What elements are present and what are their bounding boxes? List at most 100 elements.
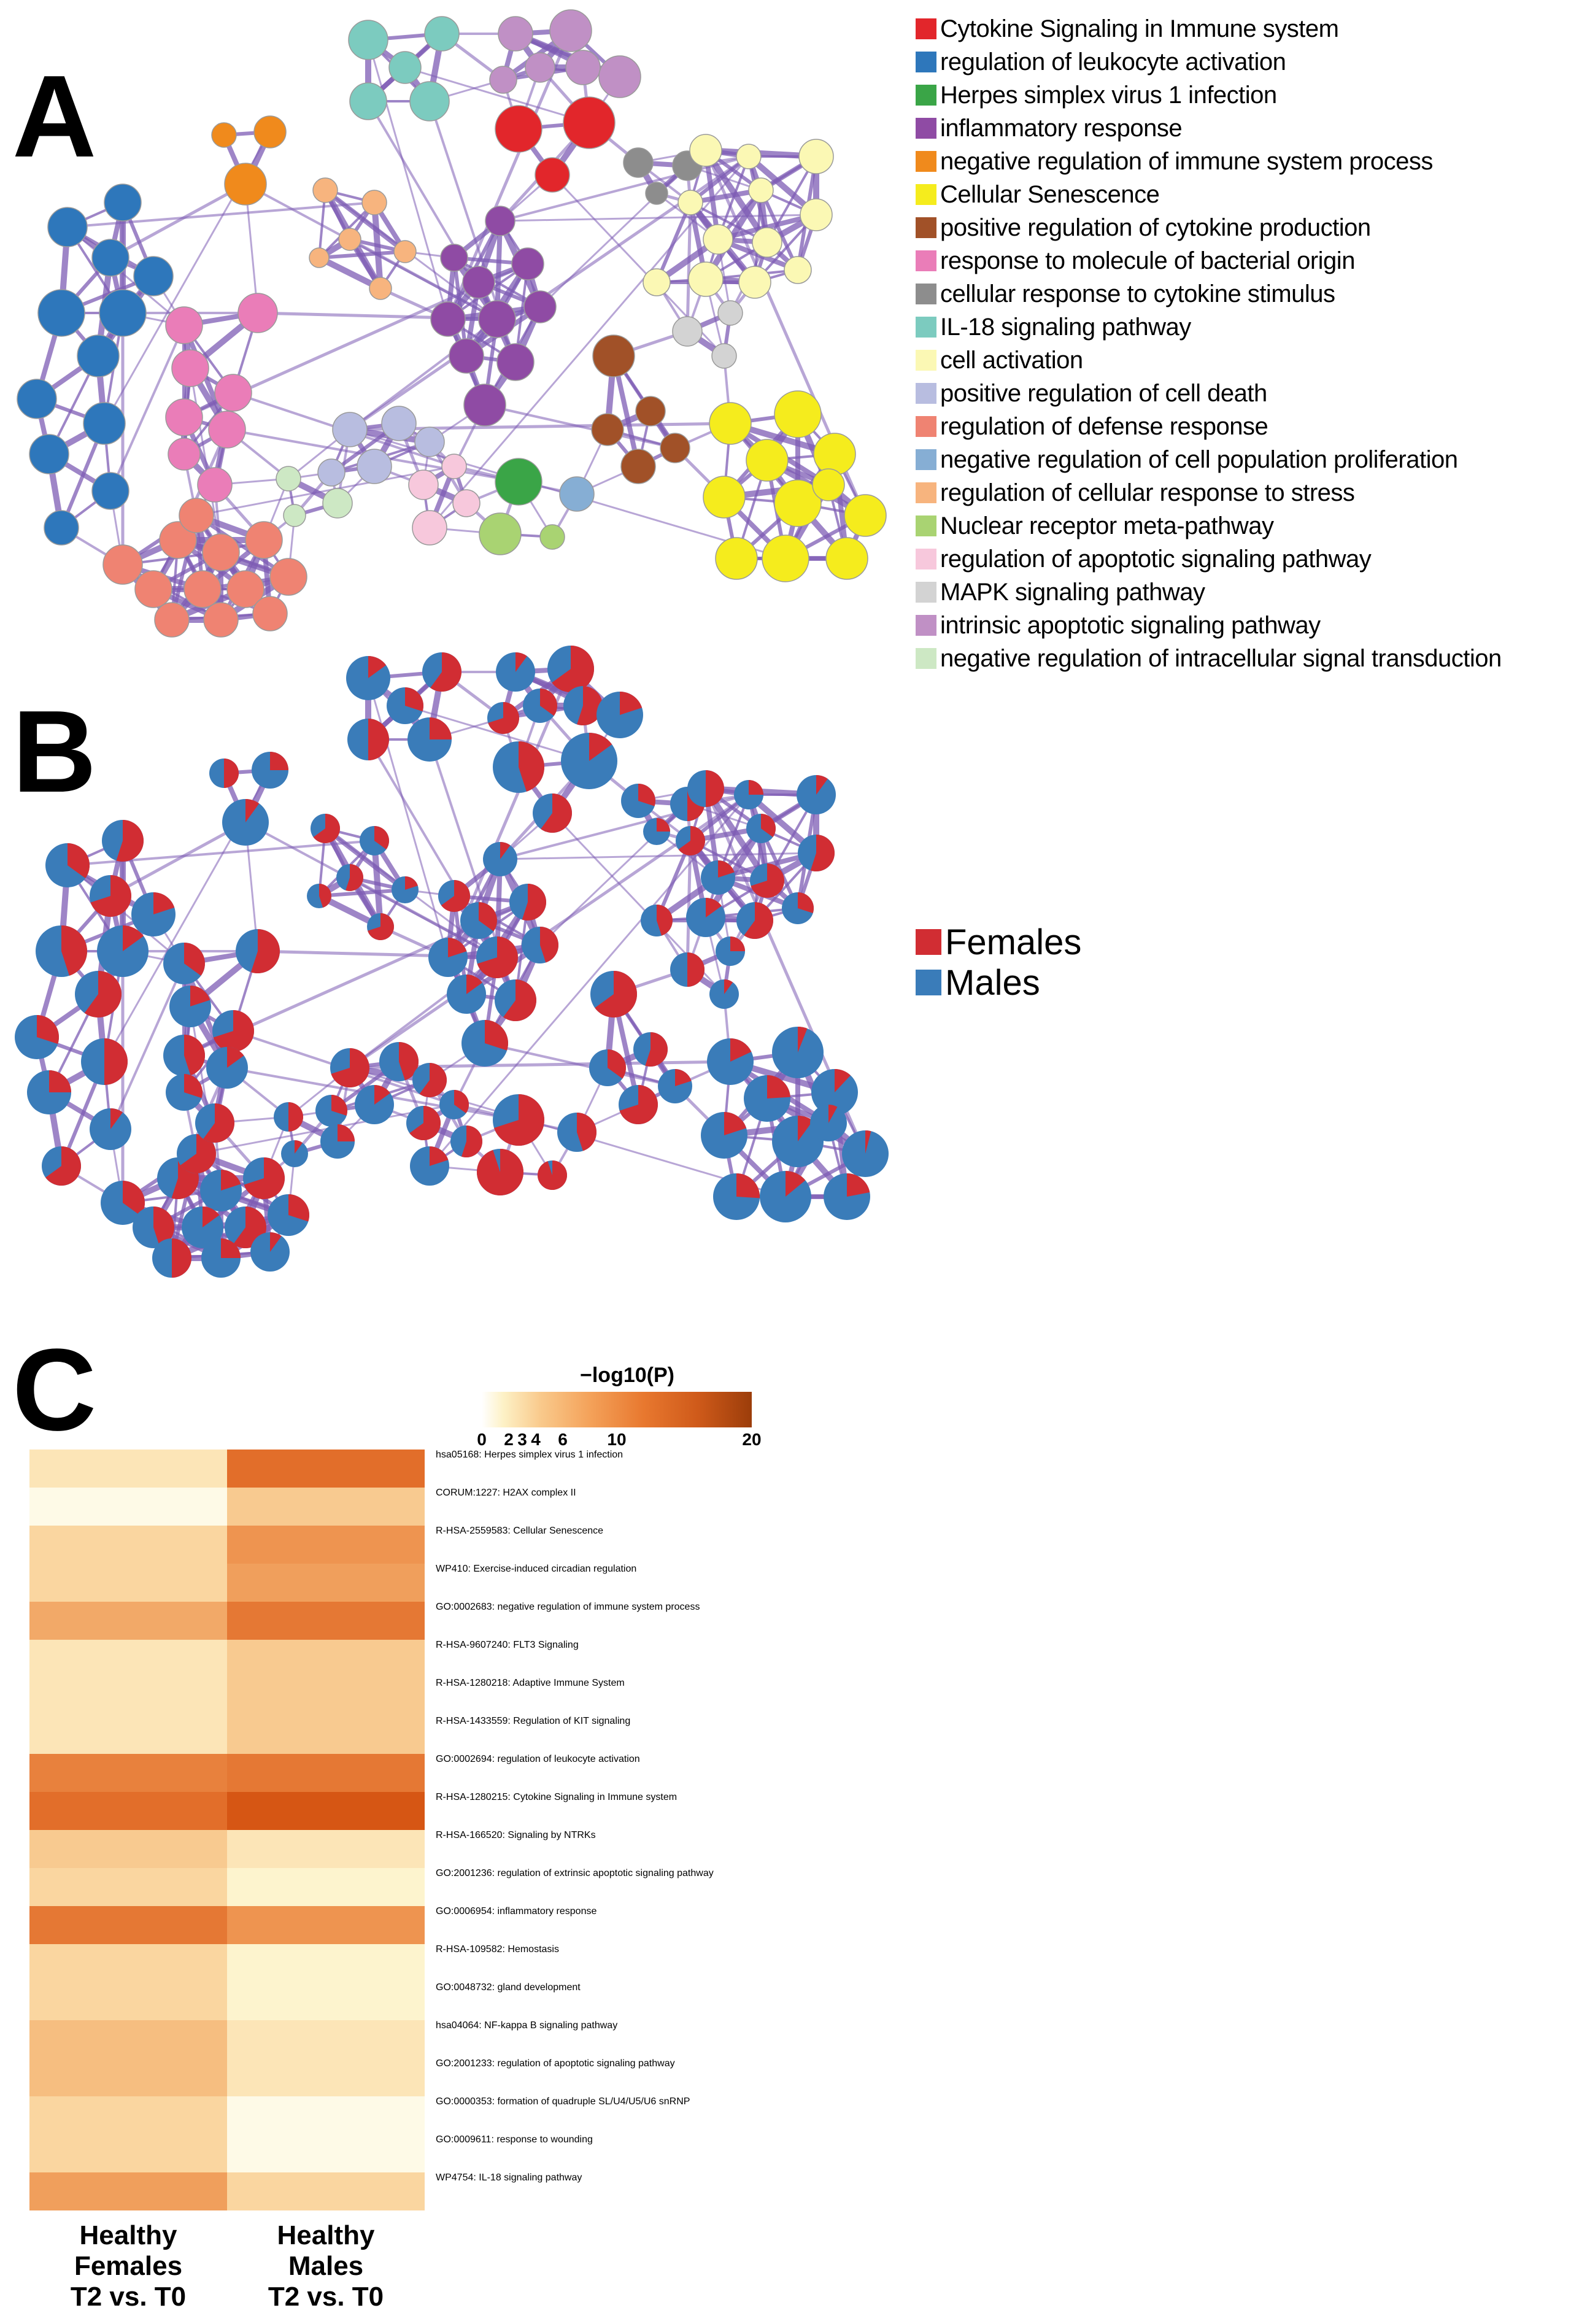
network-node-pie [336,864,363,891]
network-node [361,190,387,215]
pie-females [441,880,471,912]
network-node [441,454,467,479]
network-node-pie [460,902,498,939]
legend-item: Cytokine Signaling in Immune system [916,12,1566,45]
heatmap-row-label: R-HSA-109582: Hemostasis [436,1944,559,1955]
legend-swatch [916,250,936,271]
legend-swatch [916,482,936,503]
legend-swatch [916,383,936,404]
legend-swatch [916,217,936,238]
network-edge [404,705,590,762]
network-node-pie [734,780,763,809]
pie-females [123,925,144,951]
network-node-pie [45,843,90,887]
pie-females [84,971,122,1017]
network-edge [67,201,375,228]
pie-females [761,814,776,838]
colorbar-tick: 4 [531,1430,541,1449]
network-edge [685,840,692,970]
pie-females [338,1124,355,1141]
network-edge [685,202,692,332]
pie-females [538,1160,567,1190]
network-node [511,247,544,280]
legend-label: Cellular Senescence [940,180,1160,208]
legend-swatch [916,317,936,338]
legend-swatch [916,85,936,106]
heatmap-cell [227,2134,425,2172]
network-edge [67,864,185,965]
network-edge [717,212,817,242]
network-node-pie [163,1035,206,1076]
network-node-pie [619,1085,658,1124]
heatmap-row-label: R-HSA-1280215: Cytokine Signaling in Imm… [436,1792,678,1802]
network-node-pie [392,876,419,903]
pie-females [500,842,511,859]
pie-females [419,1063,447,1097]
pie-females [331,1048,369,1087]
heatmap-cell [29,1982,227,2020]
network-node-pie [736,902,774,939]
network-node-pie [169,986,211,1027]
heatmap-cell [29,2096,227,2134]
heatmap-cell [227,1526,425,1564]
heatmap-cell [227,1602,425,1640]
legend-item: Cellular Senescence [916,178,1566,211]
heatmap-cell [29,2134,227,2172]
network-node-pie [387,687,423,724]
legend-item: negative regulation of immune system pro… [916,145,1566,178]
heatmap-row [29,2096,425,2134]
legend-item: Herpes simplex virus 1 infection [916,79,1566,112]
pie-females [180,1134,216,1173]
network-node-pie [709,979,739,1009]
network-node [660,433,690,463]
pie-females [519,741,544,792]
network-node [798,139,834,174]
network-node [369,277,392,300]
pie-females [368,913,395,940]
pie-females [430,717,452,739]
network-node-pie [509,884,546,921]
network-edge [349,876,498,959]
colorbar-gradient [482,1392,752,1427]
pie-females [203,1206,220,1227]
network-node [717,300,743,326]
heatmap-cell [29,1906,227,1944]
nodes [17,9,887,638]
network-node-pie [97,925,149,977]
pie-females [589,733,612,761]
heatmap-cell [227,1944,425,1982]
legend-swatch [916,615,936,636]
pie-females [454,1090,469,1114]
pie-females [608,1049,627,1079]
network-node [703,476,746,519]
legend-item: positive regulation of cell death [916,377,1566,410]
legend-swatch [916,118,936,139]
network-node [535,157,570,193]
column-label-line: Females [74,2251,183,2281]
heatmap-cell [227,2020,425,2058]
panel-label-b: B [12,687,97,817]
network-node-pie [330,1048,369,1087]
network-node [812,468,845,501]
legend-swatch [916,929,941,955]
heatmap-cell [227,1982,425,2020]
network-edge [454,257,541,308]
pie-females [816,775,828,795]
network-node [237,293,278,333]
pie-females [399,1042,419,1081]
heatmap-cell [29,1640,227,1678]
pie-females [687,952,705,987]
pie-females [552,646,594,692]
pie-females [466,975,482,994]
heatmap-row-label: R-HSA-1280218: Adaptive Immune System [436,1678,625,1688]
network-node [338,228,361,251]
legend-label: response to molecule of bacterial origin [940,247,1355,274]
network-node-pie [496,652,535,692]
network-node-pie [131,892,176,936]
heatmap-row-label: WP4754: IL-18 signaling pathway [436,2172,582,2183]
pie-females [619,1085,658,1124]
pie-females [798,1116,813,1141]
pie-females [270,1232,282,1252]
network-node-pie [633,1032,668,1067]
